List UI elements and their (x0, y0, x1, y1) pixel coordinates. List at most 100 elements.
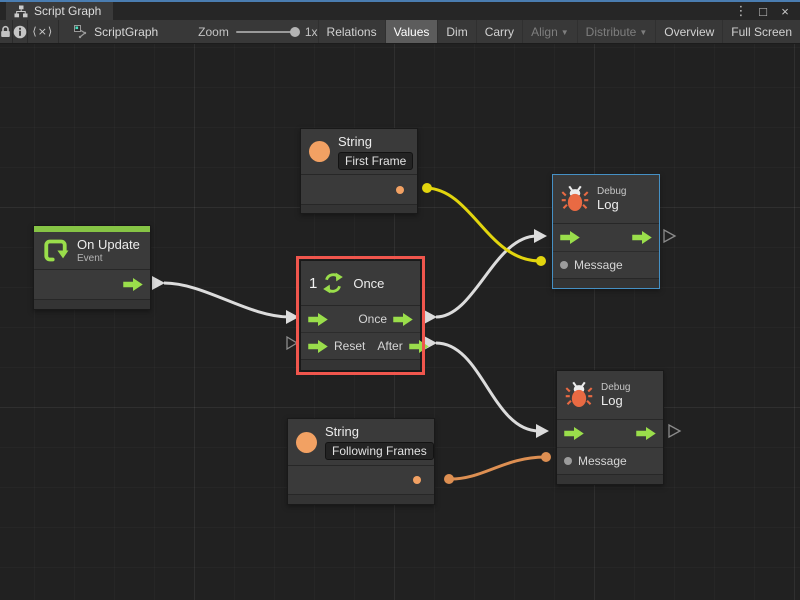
node-title: Once (353, 275, 385, 291)
node-footer (301, 204, 417, 213)
close-icon[interactable]: × (781, 3, 789, 19)
node-port-row (553, 224, 659, 251)
zoom-slider[interactable] (235, 26, 300, 37)
tab-title: Script Graph (34, 4, 102, 18)
node-debug-log-bottom[interactable]: Debug Log Message (556, 370, 664, 485)
node-header: String Following Frames (288, 419, 434, 466)
node-title: String (325, 424, 359, 439)
once-cycle-icon (323, 272, 344, 294)
node-port-row (301, 175, 417, 204)
node-title: Log (601, 393, 623, 408)
wire-stringfirst-to-message[interactable] (422, 183, 546, 266)
string-output-port[interactable] (396, 185, 404, 194)
node-footer (553, 278, 659, 288)
script-graph-icon (74, 25, 87, 39)
toolbar-button-overview[interactable]: Overview (655, 20, 722, 43)
node-port-row (34, 270, 150, 299)
string-value-field[interactable]: First Frame (338, 151, 414, 170)
node-title: String (338, 133, 372, 149)
port-label-after: After (377, 339, 403, 353)
node-title: Log (597, 197, 619, 212)
unconnected-port-debugbottom-out[interactable] (668, 423, 682, 439)
node-category: Debug (601, 382, 631, 393)
toolbar-button-relations[interactable]: Relations (317, 20, 385, 43)
event-accent-bar (34, 226, 150, 232)
flow-input-port[interactable] (560, 231, 580, 244)
wire-once-to-debugtop[interactable] (424, 229, 547, 324)
node-string-first[interactable]: String First Frame (300, 128, 418, 214)
node-header: On Update Event (34, 232, 150, 270)
node-string-following[interactable]: String Following Frames (287, 418, 435, 505)
flow-input-port[interactable] (308, 312, 328, 326)
node-header: 1 Once (301, 261, 420, 306)
wires-layer (152, 183, 682, 484)
string-value-field[interactable]: Following Frames (325, 442, 434, 460)
graph-hierarchy-icon (14, 5, 28, 17)
node-footer (301, 359, 420, 370)
port-label-reset: Reset (334, 339, 366, 353)
flow-input-port[interactable] (564, 427, 584, 440)
wire-once-to-debugbottom[interactable] (424, 336, 549, 438)
wire-stringfollowing-to-message[interactable] (444, 452, 551, 484)
toolbar-button-carry[interactable]: Carry (475, 20, 522, 43)
zoom-control: Zoom 1x (198, 20, 317, 43)
graph-breadcrumb[interactable]: ScriptGraph (73, 20, 158, 43)
lock-icon (1, 25, 11, 37)
flow-output-port-once[interactable] (393, 312, 413, 326)
toolbar-button-values[interactable]: Values (384, 20, 438, 43)
string-literal-icon (309, 141, 330, 162)
lock-button[interactable] (0, 20, 13, 43)
flow-output-port[interactable] (632, 231, 652, 244)
window-focus-accent (0, 0, 800, 2)
node-header: String First Frame (301, 129, 417, 175)
node-footer (288, 494, 434, 504)
node-title: On Update (77, 237, 140, 252)
once-count-badge: 1 (309, 274, 318, 292)
node-footer (557, 474, 663, 484)
zoom-label: Zoom (198, 24, 229, 39)
node-port-row: Message (557, 447, 663, 474)
toolbar-button-distribute[interactable]: Distribute▼ (576, 20, 656, 43)
zoom-slider-handle[interactable] (289, 26, 300, 37)
node-header: Debug Log (553, 175, 659, 224)
node-port-row: Once (301, 306, 420, 332)
graph-canvas[interactable]: String First Frame On Update Event (0, 44, 800, 600)
toolbar-buttons: Relations Values Dim Carry Align▼ Distri… (317, 20, 800, 43)
message-input-port[interactable] (564, 457, 572, 465)
port-label-once: Once (358, 312, 387, 326)
info-icon (13, 25, 26, 38)
toolbar-button-fullscreen[interactable]: Full Screen (722, 20, 800, 43)
update-loop-icon (44, 239, 69, 262)
flow-output-port-after[interactable] (408, 339, 429, 353)
tab-script-graph[interactable]: Script Graph (6, 2, 114, 20)
flow-output-port[interactable] (636, 427, 656, 440)
node-header: Debug Log (557, 371, 663, 420)
zoom-value: 1x (304, 24, 318, 39)
inspect-button[interactable] (13, 20, 28, 43)
flow-input-port-reset[interactable] (308, 339, 328, 353)
string-output-port[interactable] (413, 476, 421, 484)
flow-output-port[interactable] (123, 278, 143, 291)
maximize-icon[interactable]: □ (759, 3, 767, 19)
node-debug-log-top[interactable]: Debug Log Message (552, 174, 660, 289)
unconnected-port-once-reset[interactable] (286, 335, 299, 351)
port-label-message: Message (574, 258, 623, 272)
node-once[interactable]: 1 Once Once Reset After (296, 256, 429, 375)
window-controls: ⋮ □ × (732, 2, 800, 20)
chevron-down-icon: ▼ (639, 28, 648, 37)
node-port-row (288, 466, 434, 494)
titlebar: Script Graph ⋮ □ × (0, 2, 800, 20)
wire-onupdate-to-once[interactable] (152, 276, 299, 324)
code-preview-toggle[interactable]: ⟨×⟩ (28, 20, 60, 43)
node-on-update[interactable]: On Update Event (33, 225, 151, 310)
toolbar-button-align[interactable]: Align▼ (522, 20, 577, 43)
node-port-row: Message (553, 251, 659, 278)
menu-kebab-icon[interactable]: ⋮ (734, 3, 748, 18)
node-subtitle: Event (77, 253, 103, 264)
port-label-message: Message (578, 454, 627, 468)
bug-icon (565, 381, 593, 407)
unconnected-port-debugtop-out[interactable] (663, 228, 677, 244)
message-input-port[interactable] (560, 261, 568, 269)
toolbar-button-dim[interactable]: Dim (437, 20, 475, 43)
